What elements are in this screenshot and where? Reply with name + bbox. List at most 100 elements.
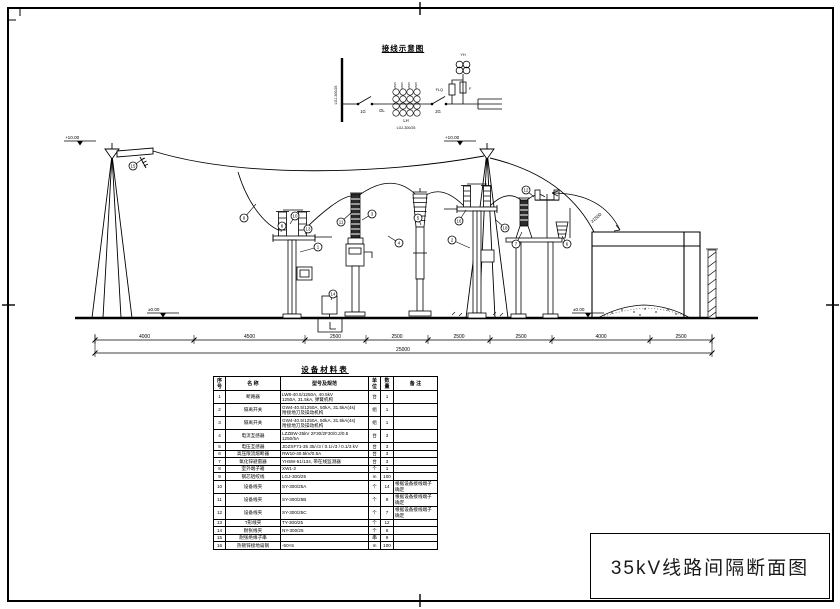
- item-unit: 个: [368, 526, 381, 535]
- elevation-label: ±0.00: [148, 307, 160, 312]
- row-no: 12: [213, 505, 226, 520]
- item-name: 设备线夹: [225, 492, 281, 507]
- item-name: 断路器: [225, 390, 281, 404]
- item-name: 隔离开关: [225, 416, 281, 430]
- item-qty: 9: [380, 533, 394, 542]
- item-unit: 个: [368, 492, 381, 507]
- callout-number: 13: [306, 227, 311, 232]
- item-qty: 3: [380, 429, 394, 443]
- item-name: 隔离开关: [225, 403, 281, 417]
- callout-number: 1: [317, 245, 320, 250]
- item-note: 根据设备接线端子确定: [393, 479, 438, 494]
- pt-label: YH: [460, 53, 466, 57]
- row-no: 2: [213, 403, 226, 417]
- arrester1-label: FLQ: [436, 88, 443, 92]
- column-header: 数 量: [380, 376, 394, 391]
- item-name: 耐张线夹: [225, 526, 281, 535]
- item-model: -50×5: [280, 541, 369, 550]
- item-unit: 台: [368, 390, 381, 404]
- ct-ratio-label: 1250/5: [394, 82, 397, 90]
- callout-number: 4: [398, 241, 401, 246]
- column-header: 单 位: [368, 376, 381, 391]
- row-no: 10: [213, 479, 226, 494]
- ct-ratio-label: 1250/5: [415, 82, 418, 90]
- breaker-label: DL: [379, 108, 385, 113]
- elevation-label: +10.00: [445, 135, 460, 140]
- item-name: 电流互感器: [225, 429, 281, 443]
- item-model: GW4-40.5/1250A, 50kA, 31.5kA(4s) 附接地刀及操动…: [280, 403, 369, 417]
- item-note: [393, 464, 438, 473]
- callout-number: 2: [451, 238, 454, 243]
- row-no: 9: [213, 472, 226, 481]
- callout-circle: [128, 161, 138, 171]
- item-qty: 1: [380, 464, 394, 473]
- total-dimension-label: 25000: [396, 347, 410, 353]
- item-model: SY-300/25A: [280, 479, 369, 494]
- item-name: 钢芯铝绞线: [225, 472, 281, 481]
- column-header: 备 注: [393, 376, 438, 391]
- item-note: [393, 403, 438, 417]
- item-qty: 12: [380, 518, 394, 527]
- dimension-label: 4000: [139, 334, 150, 340]
- item-model: RW10-40.5kV/0.5A: [280, 449, 369, 458]
- item-unit: 个: [368, 479, 381, 494]
- column-header: 型号及规范: [280, 376, 369, 391]
- item-unit: 台: [368, 442, 381, 451]
- item-note: [393, 541, 438, 550]
- callout-number: 8: [281, 224, 284, 229]
- ct-ratio-label: 1250/5: [401, 82, 404, 90]
- item-note: [393, 457, 438, 466]
- item-note: 根据设备接线端子确定: [393, 505, 438, 520]
- callout-number: 15: [131, 164, 136, 169]
- bus-label: LGJ-300/25: [334, 86, 338, 105]
- item-model: SY-300/25C: [280, 505, 369, 520]
- clearance-label: ≥1500: [590, 212, 603, 224]
- callout-number: 5: [417, 216, 420, 221]
- item-qty: 9: [380, 492, 394, 507]
- item-model: [280, 533, 369, 542]
- item-unit: 台: [368, 449, 381, 458]
- row-no: 15: [213, 533, 226, 542]
- ct-line-label: LGJ-300/25: [397, 126, 416, 130]
- row-no: 8: [213, 464, 226, 473]
- callout-number: 10: [293, 214, 298, 219]
- callout-number: 18: [503, 226, 508, 231]
- item-unit: 台: [368, 429, 381, 443]
- item-name: 电压互感器: [225, 442, 281, 451]
- callout-number: 12: [524, 188, 529, 193]
- item-unit: 组: [368, 416, 381, 430]
- callout-circle: [562, 239, 572, 249]
- row-no: 4: [213, 429, 226, 443]
- callout-number: 3: [371, 212, 374, 217]
- callout-circle: [413, 213, 423, 223]
- item-unit: 个: [368, 505, 381, 520]
- callout-circle: [394, 238, 404, 248]
- row-no: 11: [213, 492, 226, 507]
- callout-number: 9: [243, 216, 246, 221]
- schematic-title: 接线示意图: [381, 44, 425, 53]
- item-qty: 6: [380, 526, 394, 535]
- item-note: [393, 449, 438, 458]
- callout-circle: [313, 242, 323, 252]
- callout-circle: [447, 235, 457, 245]
- callout-number: 6: [566, 242, 569, 247]
- callout-number: 16: [457, 219, 462, 224]
- callout-number: 14: [331, 292, 336, 297]
- column-header: 名 称: [225, 376, 281, 391]
- item-note: [393, 390, 438, 404]
- item-unit: 个: [368, 518, 381, 527]
- item-note: [393, 526, 438, 535]
- callout-circle: [277, 221, 287, 231]
- item-model: LGJ-300/25: [280, 472, 369, 481]
